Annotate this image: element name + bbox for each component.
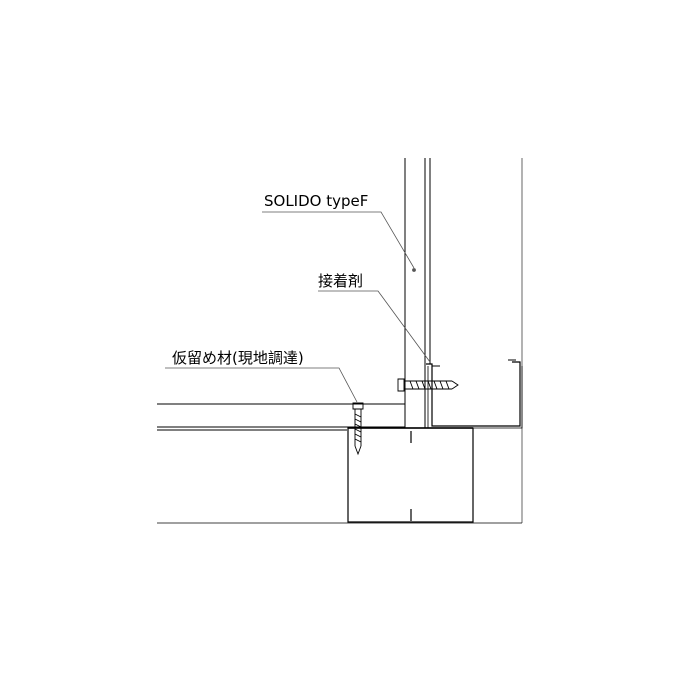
vertical-screw bbox=[353, 403, 363, 454]
screw-thread bbox=[410, 381, 449, 389]
label-solido: SOLIDO typeF bbox=[264, 192, 369, 210]
bracket-inner bbox=[428, 366, 522, 428]
vscrew-head bbox=[353, 403, 363, 409]
vscrew-thread bbox=[355, 414, 361, 442]
leader-temporary-fixing bbox=[165, 368, 357, 402]
label-adhesive: 接着剤 bbox=[318, 272, 364, 290]
horizontal-wall bbox=[157, 404, 522, 523]
screw-head bbox=[398, 379, 404, 391]
vscrew-tip bbox=[355, 446, 361, 454]
bracket-outer bbox=[426, 362, 520, 426]
horizontal-screw bbox=[398, 379, 458, 391]
leader-lines bbox=[165, 212, 430, 402]
leader-adhesive bbox=[318, 291, 430, 362]
leader-solido bbox=[262, 212, 414, 268]
label-temporary-fixing: 仮留め材(現地調達) bbox=[172, 349, 304, 367]
corner-bracket bbox=[426, 360, 522, 428]
base-frame bbox=[348, 428, 473, 522]
leader-solido-dot bbox=[412, 268, 416, 272]
solido-vertical-panel bbox=[405, 158, 522, 523]
screw-tip bbox=[452, 381, 458, 389]
